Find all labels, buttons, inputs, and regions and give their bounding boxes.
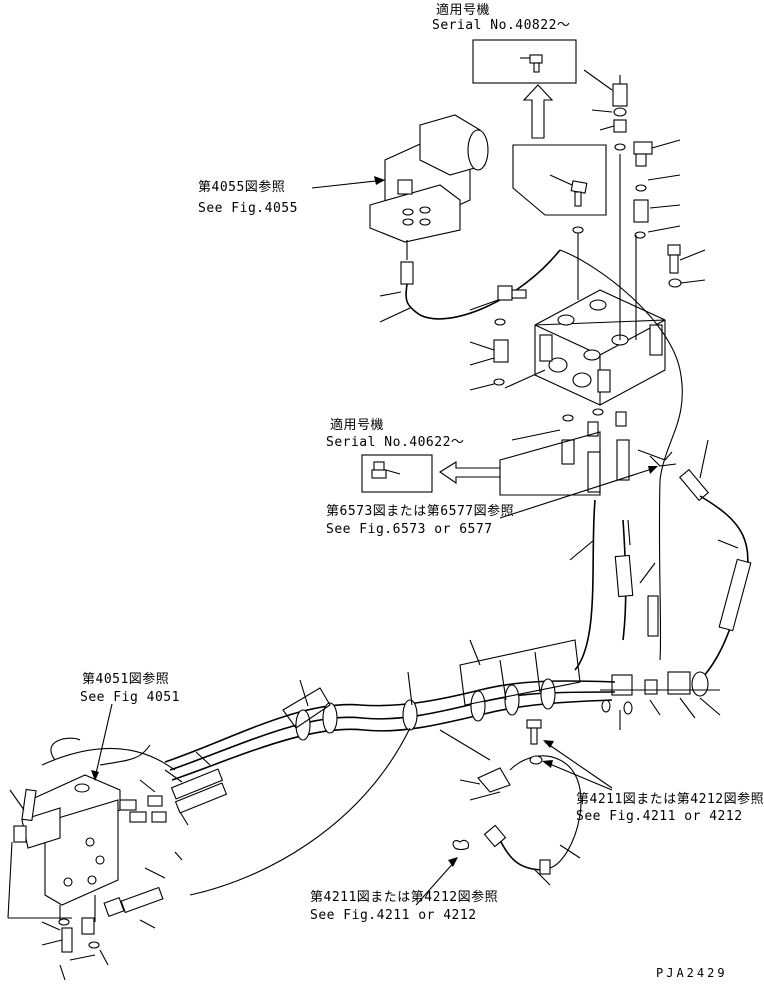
ref-4211-bottom-en: See Fig.4211 or 4212 [310,908,477,923]
alternate-part-box [512,144,607,216]
ref-4051-jp: 第4051図参照 [82,672,170,687]
pilot-valve-assembly [21,774,121,922]
ref-4055-jp: 第4055図参照 [198,180,286,195]
ref-4211-right-en: See Fig.4211 or 4212 [576,809,743,824]
fitting-stack-pilot [7,788,109,966]
left-arrow-icon [438,461,501,485]
up-arrow-icon [522,84,554,139]
bolt-part-icon [520,54,543,73]
bolt-washer [526,719,543,765]
serial-inset-mid [361,454,433,493]
ref-6573-en: See Fig.6573 or 6577 [326,522,493,537]
hose-bundle [164,639,616,781]
fitting-stack-bottom [499,408,630,496]
control-valve-body [504,289,666,406]
serial-inset-top [472,39,577,84]
lower-hose [41,727,582,896]
bolt-part-icon [549,174,588,207]
serial-label-top: Serial No.40822～ [432,18,571,33]
ref-4055-en: See Fig.4055 [198,201,298,216]
ref-6573-jp: 第6573図または第6577図参照 [326,504,515,519]
fitting-stack-right [572,69,706,340]
ref-4211-right-jp: 第4211図または第4212図参照 [576,792,764,807]
serial-label-top-jp: 適用号機 [436,3,491,18]
pilot-hose-fittings [59,751,228,981]
fitting-stack-left [469,285,527,391]
serial-label-mid: Serial No.40622～ [326,435,465,450]
drawing-code: PJA2429 [656,966,728,980]
clip-part-icon [637,449,677,467]
solenoid-valve-assembly [369,114,489,260]
ref-4051-en: See Fig 4051 [80,690,180,705]
ref-4211-bottom-jp: 第4211図または第4212図参照 [310,890,499,905]
hose-solenoid [379,249,561,323]
serial-label-mid-jp: 適用号機 [330,418,385,433]
hose-assembly [559,249,752,681]
clip-part-icon [452,839,469,851]
manifold-fittings-right [600,671,721,730]
